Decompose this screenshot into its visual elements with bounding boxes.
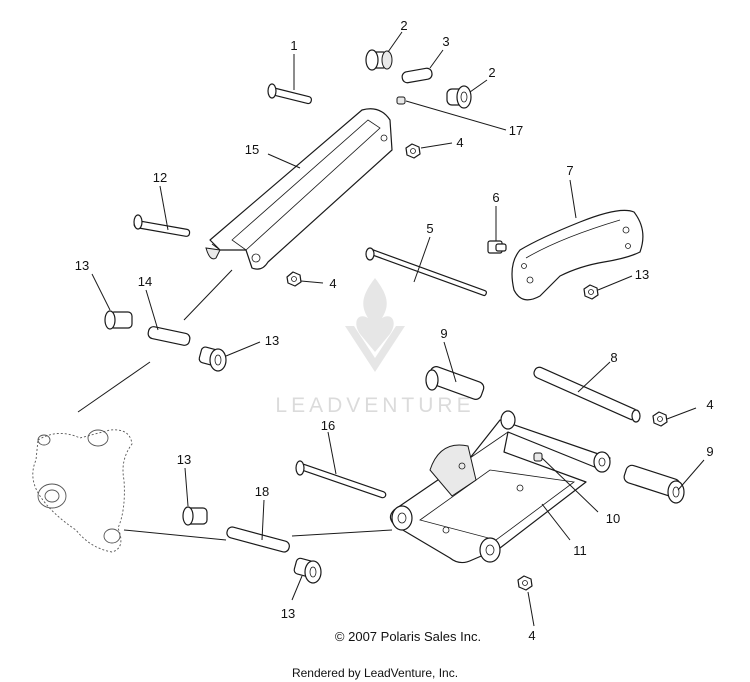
part-18-pin (226, 526, 290, 553)
watermark-v-icon (345, 326, 405, 372)
part-9-bushing-b (623, 464, 685, 504)
callout-13b: 13 (265, 333, 279, 348)
part-14-pin (147, 326, 191, 346)
copyright-text: © 2007 Polaris Sales Inc. (335, 629, 481, 644)
callout-9a: 9 (440, 326, 447, 341)
part-16-bolt (295, 460, 387, 499)
part-13-bushing-c (182, 506, 208, 526)
watermark-text: LEADVENTURE (275, 394, 474, 417)
callout-4c: 13 (635, 267, 649, 282)
rendered-by-text: Rendered by LeadVenture, Inc. (292, 666, 458, 680)
part-5-long-bolt (365, 247, 487, 297)
callout-15: 15 (245, 142, 259, 157)
callout-8: 8 (610, 350, 617, 365)
callout-18: 18 (255, 484, 269, 499)
part-13-bushing-d (293, 557, 322, 584)
callout-16: 16 (321, 418, 335, 433)
callout-12: 12 (153, 170, 167, 185)
part-8-shaft (533, 366, 641, 423)
callout-1: 1 (290, 38, 297, 53)
part-2-bushing-a (365, 49, 393, 71)
part-1-bolt (267, 83, 313, 105)
callout-10: 10 (606, 511, 620, 526)
part-10-grease-fitting (533, 452, 543, 462)
part-4-nut-b (286, 271, 302, 287)
watermark: LEADVENTURE (275, 278, 474, 417)
callout-4d: 4 (706, 397, 713, 412)
leader-lines (77, 31, 705, 627)
part-9-bushing-a (425, 366, 485, 400)
callout-13d: 13 (281, 606, 295, 621)
part-13-bushing-b (198, 346, 227, 372)
part-4-nut-e (517, 575, 533, 591)
part-11-control-arm (389, 410, 611, 564)
callout-labels: 1 2 3 2 17 4 15 12 7 6 5 13 14 4 13 13 9… (75, 18, 714, 643)
callout-6: 6 (492, 190, 499, 205)
callout-13c: 13 (177, 452, 191, 467)
callout-4a: 4 (456, 135, 463, 150)
part-4-nut-a (405, 143, 421, 159)
knuckle-reference (32, 429, 133, 553)
callout-14: 14 (138, 274, 152, 289)
callout-4b: 4 (329, 276, 336, 291)
part-6-bolt (487, 240, 507, 254)
part-13-bushing-a (104, 310, 133, 330)
part-4-nut-c (583, 284, 599, 300)
callout-7: 7 (566, 163, 573, 178)
watermark-flame-icon (356, 278, 394, 352)
callout-9b: 9 (706, 444, 713, 459)
part-17-grease-fitting (396, 96, 406, 105)
part-7-plate (511, 209, 644, 301)
callout-5: 5 (426, 221, 433, 236)
part-3-pin (401, 67, 433, 84)
callout-13a: 13 (75, 258, 89, 273)
callout-11: 11 (573, 543, 587, 558)
callout-4e: 4 (528, 628, 535, 643)
part-12-bolt (133, 214, 191, 237)
callout-3: 3 (442, 34, 449, 49)
callout-2b: 2 (488, 65, 495, 80)
part-15-bracket (205, 108, 393, 270)
callout-2a: 2 (400, 18, 407, 33)
part-2-bushing-b (446, 85, 472, 109)
callout-17: 17 (509, 123, 523, 138)
part-4-nut-d (652, 411, 668, 427)
